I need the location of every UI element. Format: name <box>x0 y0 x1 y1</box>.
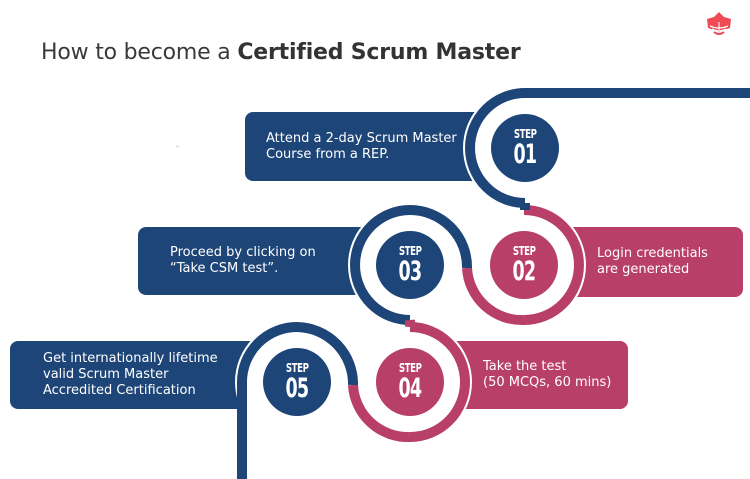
step-01-label: STEP <box>513 127 537 141</box>
text-line: “Take CSM test”. <box>170 261 279 276</box>
text-line: Login credentials <box>597 246 708 261</box>
title-emphasis: Certified Scrum Master <box>237 40 521 65</box>
step-01-text: Attend a 2-day Scrum Master Course from … <box>266 131 457 163</box>
step-02-text: Login credentials are generated <box>597 246 708 278</box>
step-05-badge: STEP 05 <box>263 348 331 416</box>
text-line: Attend a 2-day Scrum Master <box>266 130 457 146</box>
text-line: Proceed by clicking on <box>170 245 316 260</box>
text-line: Course from a REP. <box>266 146 390 162</box>
step-01-number: 01 <box>513 139 538 170</box>
step-03-number: 03 <box>398 256 423 287</box>
step-04-text: Take the test (50 MCQs, 60 mins) <box>483 359 611 391</box>
step-01-badge: STEP 01 <box>491 114 559 182</box>
ring-05-arc <box>237 321 359 479</box>
step-05-box: Get internationally lifetime valid Scrum… <box>10 341 265 409</box>
step-04-label: STEP <box>398 361 422 375</box>
step-02-badge: STEP 02 <box>490 231 558 299</box>
ring-04-arc <box>409 322 470 442</box>
step-03-label: STEP <box>398 244 422 258</box>
decorative-dot <box>176 145 179 148</box>
step-03-box: Proceed by clicking on “Take CSM test”. <box>138 227 388 295</box>
ring-02-bottom-arc <box>462 267 525 326</box>
page-title: How to become a Certified Scrum Master <box>41 40 521 65</box>
step-04-badge: STEP 04 <box>376 348 444 416</box>
step-03-text: Proceed by clicking on “Take CSM test”. <box>170 245 316 277</box>
ring-04-bottom-arc <box>348 384 411 443</box>
text-line: (50 MCQs, 60 mins) <box>483 375 612 390</box>
text-line: Take the test <box>483 359 567 374</box>
title-prefix: How to become a <box>41 40 238 65</box>
ring-02-arc <box>523 205 584 325</box>
text-line: are generated <box>597 262 690 277</box>
step-05-label: STEP <box>285 361 309 375</box>
text-line: valid Scrum Master <box>43 367 169 382</box>
ring-01-arc <box>465 88 526 208</box>
step-01-box: Attend a 2-day Scrum Master Course from … <box>245 112 490 181</box>
step-05-number: 05 <box>285 373 310 404</box>
step-04-number: 04 <box>398 373 423 404</box>
lotus-logo-icon <box>707 12 731 35</box>
text-line: Get internationally lifetime <box>43 351 218 366</box>
step-05-text: Get internationally lifetime valid Scrum… <box>43 351 218 399</box>
step-03-badge: STEP 03 <box>376 231 444 299</box>
ring-03-arc <box>350 204 473 325</box>
step-02-label: STEP <box>512 244 536 258</box>
text-line: Accredited Certification <box>43 383 196 398</box>
step-02-number: 02 <box>512 256 537 287</box>
